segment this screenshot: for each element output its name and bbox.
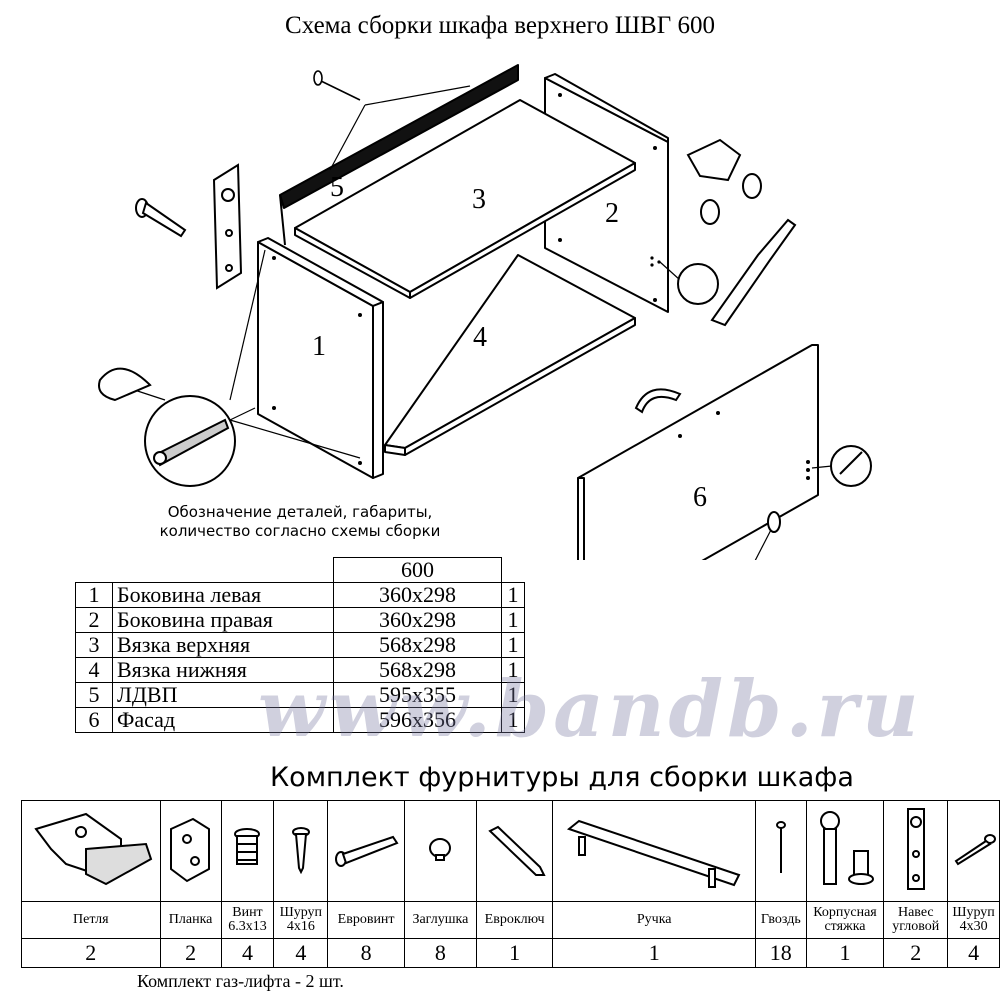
kit-count: 4	[947, 938, 1000, 968]
kit-count: 8	[327, 938, 405, 968]
kit-count: 4	[220, 938, 275, 968]
part-qty: 1	[501, 682, 525, 708]
part-number-4: 4	[473, 322, 487, 353]
table-row: 2 Боковина правая 360х298 1	[75, 607, 525, 633]
kit-label: Гвоздь	[755, 901, 807, 939]
kit-label: Ручка	[552, 901, 757, 939]
table-row: 6 Фасад 596х356 1	[75, 707, 525, 733]
kit-label: Шуруп 4х16	[273, 901, 329, 939]
kit-label: Петля	[21, 901, 161, 939]
part-name: Боковина левая	[112, 582, 334, 608]
part-qty: 1	[501, 657, 525, 683]
part-qty: 1	[501, 707, 525, 733]
part-qty: 1	[501, 607, 525, 633]
column-header-size: 600	[333, 557, 502, 583]
part-num: 5	[75, 682, 113, 708]
hanger-plate	[212, 163, 243, 290]
part-qty: 1	[501, 582, 525, 608]
kit-count: 1	[805, 938, 885, 968]
kit-count: 2	[159, 938, 222, 968]
part-name: Вязка нижняя	[112, 657, 334, 683]
back-panel	[279, 64, 519, 246]
euro-screw-detail	[98, 367, 236, 487]
wood-screw	[135, 198, 187, 238]
hex-key-icon	[475, 800, 554, 902]
kit-label: Евровинт	[327, 901, 405, 939]
hanger-icon	[883, 800, 949, 902]
table-row: 1 Боковина левая 360х298 1	[75, 582, 525, 608]
part-number-1: 1	[312, 331, 326, 362]
top-shelf	[294, 99, 636, 299]
long-screw-icon	[947, 800, 1000, 902]
kit-count: 1	[475, 938, 554, 968]
part-number-6: 6	[693, 482, 707, 513]
kit-count: 8	[403, 938, 477, 968]
kit-label: Навес угловой	[883, 901, 949, 939]
hinge-hardware	[677, 138, 797, 327]
part-qty: 1	[501, 632, 525, 658]
part-num: 2	[75, 607, 113, 633]
part-number-2: 2	[605, 198, 619, 229]
mounting-plate-icon	[159, 800, 222, 902]
table-row: 3 Вязка верхняя 568х298 1	[75, 632, 525, 658]
part-name: Вязка верхняя	[112, 632, 334, 658]
legend: Обозначение деталей, габариты, количеств…	[130, 503, 470, 541]
nail-icon	[755, 800, 807, 902]
kit-count: 1	[552, 938, 757, 968]
kit-label: Корпусная стяжка	[805, 901, 885, 939]
connector-bolt-icon	[805, 800, 885, 902]
bottom-shelf	[384, 254, 636, 456]
screw-icon	[220, 800, 275, 902]
hinge-icon	[21, 800, 161, 902]
nail	[313, 70, 361, 101]
part-num: 1	[75, 582, 113, 608]
part-dimensions: 568х298	[333, 657, 502, 683]
kit-count: 2	[883, 938, 949, 968]
part-name: Фасад	[112, 707, 334, 733]
gas-lift-note: Комплект газ-лифта - 2 шт.	[137, 971, 344, 991]
legend-line: количество согласно схемы сборки	[159, 522, 441, 540]
kit-title: Комплект фурнитуры для сборки шкафа	[270, 762, 854, 793]
kit-label: Винт 6.3х13	[220, 901, 275, 939]
part-number-3: 3	[472, 184, 486, 215]
kit-label: Шуруп 4х30	[947, 901, 1000, 939]
part-num: 4	[75, 657, 113, 683]
part-name: ЛДВП	[112, 682, 334, 708]
kit-label: Заглушка	[403, 901, 477, 939]
short-screw-icon	[273, 800, 329, 902]
part-dimensions: 595х355	[333, 682, 502, 708]
kit-label: Евроключ	[475, 901, 554, 939]
euro-screw-icon	[327, 800, 405, 902]
part-dimensions: 596х356	[333, 707, 502, 733]
part-dimensions: 568х298	[333, 632, 502, 658]
facade-panel	[577, 344, 819, 560]
facade-handle	[634, 388, 682, 414]
kit-count: 2	[21, 938, 161, 968]
left-side-panel	[257, 237, 384, 479]
part-dimensions: 360х298	[333, 607, 502, 633]
part-number-5: 5	[330, 172, 344, 203]
parts-table: 600 1 Боковина левая 360х298 1 2 Боковин…	[75, 557, 525, 733]
part-num: 3	[75, 632, 113, 658]
cap-icon	[403, 800, 477, 902]
table-row: 5 ЛДВП 595х355 1	[75, 682, 525, 708]
kit-count: 18	[755, 938, 807, 968]
table-row: 4 Вязка нижняя 568х298 1	[75, 657, 525, 683]
corner-hanger-detail	[830, 445, 872, 487]
page-title: Схема сборки шкафа верхнего ШВГ 600	[285, 12, 715, 39]
part-dimensions: 360х298	[333, 582, 502, 608]
kit-count: 4	[273, 938, 329, 968]
part-name: Боковина правая	[112, 607, 334, 633]
assembly-diagram: 1 2 3 4 5 6	[98, 64, 872, 560]
handle-icon	[552, 800, 757, 902]
kit-label: Планка	[159, 901, 222, 939]
legend-line: Обозначение деталей, габариты,	[167, 503, 433, 521]
hardware-kit-table: Петля Планка Винт 6.3х13 Шуруп 4х16 Евро…	[21, 800, 1000, 968]
part-num: 6	[75, 707, 113, 733]
